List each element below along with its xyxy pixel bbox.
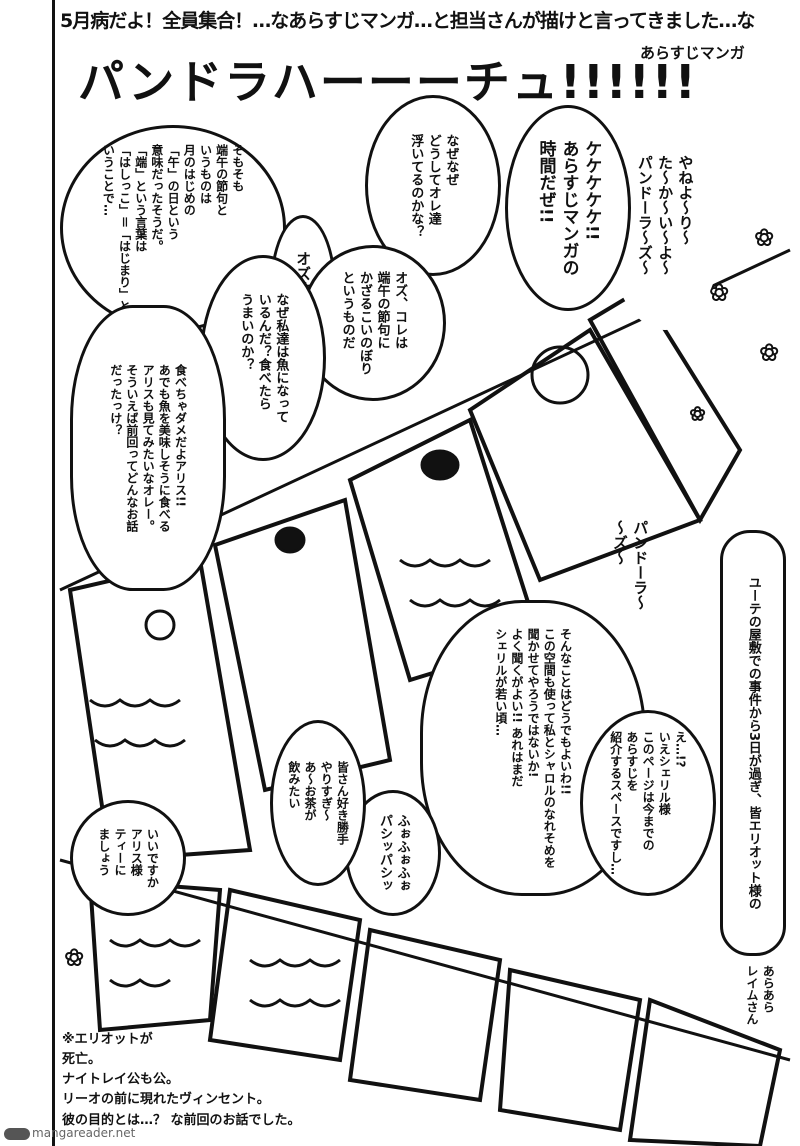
bubble-text: いいですか アリス様 ティーに ましょう [96, 828, 160, 888]
speech-bubble: 食べちゃダメだよアリス!! あでも魚を美味しそうに食べる アリスも見てみたいなオ… [70, 305, 226, 591]
bubble-text: そもそも 端午の節句と いうものは 月のはじめの 「午」の日という 意味だったそ… [101, 143, 245, 312]
flower-icon: ✿ [755, 226, 773, 251]
rope-line [59, 858, 791, 1062]
bubble-text: パンドーラ〜 〜ズ〜 [611, 520, 650, 610]
carp-eye [144, 609, 176, 641]
bubble-text: なぜなぜ どうしてオレ達 浮いてるのかな？ [408, 133, 459, 238]
carp-scales [89, 698, 186, 748]
carp-flag [212, 497, 393, 793]
carp-scales [109, 938, 201, 988]
flower-icon: ✿ [65, 946, 83, 971]
speech-bubble: 皆さん好き勝手 やりすぎ〜 あ〜お茶が 飲みたい [270, 720, 366, 886]
carp-scales [249, 958, 341, 1008]
carp-flag [587, 287, 743, 525]
carp-scales [399, 558, 501, 608]
recap-footnote: ※エリオットが 死亡。 ナイトレイ公も公。 リーオの前に現れたヴィンセント。 彼… [62, 1032, 301, 1128]
page-title: パンドラハーーーチュ!!!!!! [78, 55, 698, 109]
panel-border-line [52, 0, 55, 1146]
speech-bubble: ケケケケケ!! あらすじマンガの 時間だぜ!! [505, 105, 631, 311]
flower-icon: ✿ [760, 341, 778, 366]
speech-bubble: え…!? いえシェリル様 このページは今までの あらすじを 紹介するスペースです… [580, 710, 716, 896]
bubble-text: ケケケケケ!! あらすじマンガの 時間だぜ!! [535, 140, 602, 276]
bubble-text: 食べちゃダメだよアリス!! あでも魚を美味しそうに食べる アリスも見てみたいなオ… [108, 364, 188, 532]
carp-eye [530, 345, 590, 405]
header-text: 5月病だよ！全員集合！…なあらすじマンガ…と担当さんが描けと言ってきました…な [60, 10, 755, 32]
flower-icon: ✿ [690, 404, 705, 425]
speech-bubble: ふぉふぉふぉ パシッパシッ [345, 790, 441, 916]
speech-bubble: パンドーラ〜 〜ズ〜 [585, 495, 675, 635]
bubble-text: ふぉふぉふぉ パシッパシッ [377, 814, 410, 892]
carp-eye [274, 526, 306, 554]
carp-flag [347, 927, 503, 1103]
carp-eye [420, 449, 460, 481]
speech-bubble: あらあら レイムさん [730, 950, 790, 1040]
speech-bubble: いいですか アリス様 ティーに ましょう [70, 800, 186, 916]
watermark-logo-icon [4, 1127, 30, 1140]
bubble-text: オズ、コレは 端午の節句に かざるこいのぼり というものだ [339, 271, 408, 375]
bubble-text: え…!? いえシェリル様 このページは今までの あらすじを 紹介するスペースです… [608, 731, 688, 875]
carp-flag [497, 967, 643, 1133]
bubble-text: 皆さん好き勝手 やりすぎ〜 あ〜お茶が 飲みたい [286, 761, 350, 845]
watermark-text: mangareader.net [32, 1126, 136, 1140]
narration-box: ユーテの屋敷での事件から3日が過ぎ、皆エリオット様の [720, 530, 786, 956]
bubble-text: なぜ私達は魚になって いるんだ？食べたら うまいのか？ [238, 293, 289, 423]
bubble-text: やねよ〜り〜 た〜か〜い〜よ〜 パンドーラ〜ズ〜 [635, 155, 695, 275]
watermark: mangareader.net [4, 1126, 135, 1140]
speech-bubble: そもそも 端午の節句と いうものは 月のはじめの 「午」の日という 意味だったそ… [60, 125, 286, 331]
header-text-2: あらすじマンガ [640, 44, 745, 62]
bubble-text: ユーテの屋敷での事件から3日が過ぎ、皆エリオット様の [745, 575, 761, 911]
bubble-text: そんなことはどうでもよいわ!! この空間も使って私とシャロルのなれそめを 聞かせ… [493, 628, 573, 868]
carp-flag [627, 997, 783, 1146]
bubble-text: あらあら レイムさん [745, 965, 776, 1025]
speech-bubble: なぜなぜ どうしてオレ達 浮いてるのかな？ [365, 95, 501, 276]
flower-icon: ✿ [710, 281, 728, 306]
